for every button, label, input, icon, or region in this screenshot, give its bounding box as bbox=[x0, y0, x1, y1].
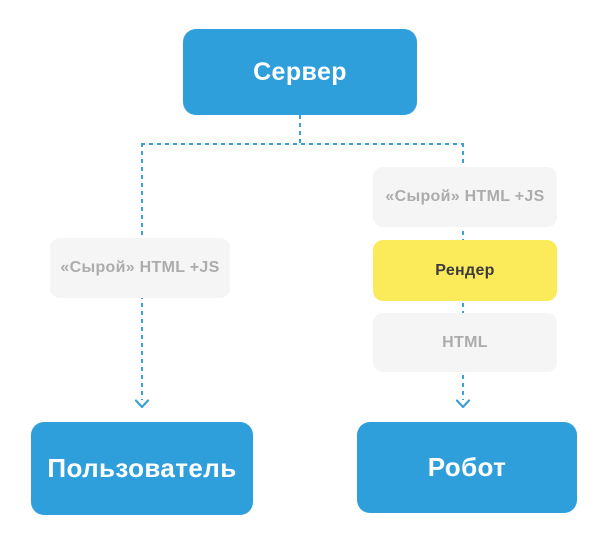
node-render-label: Рендер bbox=[435, 261, 495, 279]
node-raw-html-js-left-label: «Сырой» HTML +JS bbox=[60, 259, 220, 276]
node-render: Рендер bbox=[373, 240, 557, 301]
node-user-label: Пользователь bbox=[47, 453, 237, 483]
connector-branch-horizontal bbox=[141, 143, 463, 145]
node-raw-html-js-right: «Сырой» HTML +JS bbox=[373, 167, 557, 227]
arrow-down-icon bbox=[134, 399, 150, 409]
connector-server-stub bbox=[299, 115, 301, 143]
node-server-label: Сервер bbox=[253, 57, 347, 86]
node-html: HTML bbox=[373, 313, 557, 372]
node-raw-html-js-right-label: «Сырой» HTML +JS bbox=[385, 188, 545, 205]
node-user: Пользователь bbox=[31, 422, 253, 515]
node-robot-label: Робот bbox=[427, 452, 507, 482]
node-robot: Робот bbox=[357, 422, 577, 513]
node-server: Сервер bbox=[183, 29, 417, 115]
node-raw-html-js-left: «Сырой» HTML +JS bbox=[50, 238, 230, 298]
arrow-down-icon bbox=[455, 399, 471, 409]
node-html-label: HTML bbox=[442, 333, 488, 351]
